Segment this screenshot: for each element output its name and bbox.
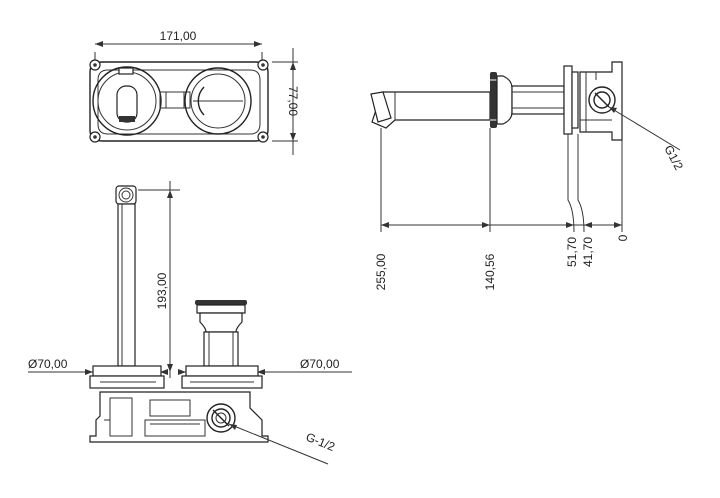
top-width-label: 171,00 [160,29,197,43]
side-view: G1/2 255,00 140,56 51,70 41,70 0 [370,61,686,290]
left-diameter-label: Ø70,00 [28,357,68,371]
front-view: 193,00 Ø70,00 Ø70,00 [28,181,352,465]
side-thread-label: G1/2 [661,143,686,173]
front-thread-label: G-1/2 [304,430,337,454]
offset-label-51: 51,70 [565,237,579,267]
top-height-label: 77,00 [286,86,300,116]
offset-label-0: 0 [616,234,630,241]
offset-label-41: 41,70 [581,237,595,267]
front-height-label: 193,00 [155,272,169,309]
offset-label-140: 140,56 [483,253,497,290]
top-view: 171,00 77,00 [89,29,300,155]
offset-label-255: 255,00 [374,253,388,290]
right-diameter-label: Ø70,00 [300,357,340,371]
